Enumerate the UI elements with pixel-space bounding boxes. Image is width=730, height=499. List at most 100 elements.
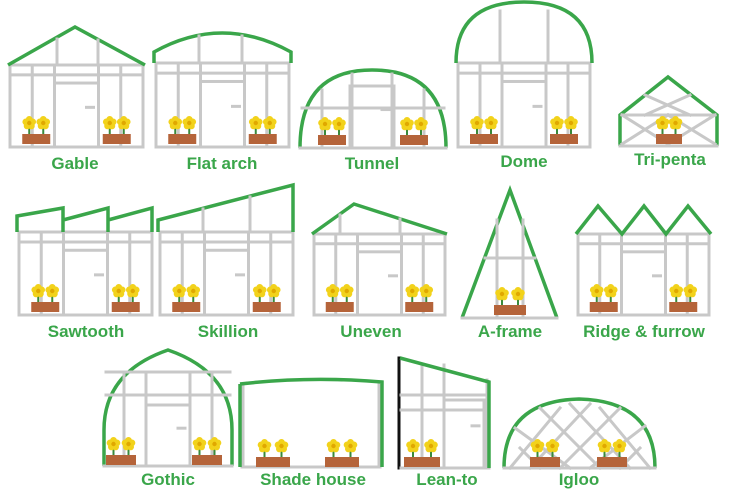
flower-center — [173, 120, 178, 126]
flower-pot — [106, 455, 136, 465]
flower-pot — [656, 134, 682, 144]
flower-center — [336, 121, 342, 127]
flower-pot — [172, 302, 201, 312]
flower-center — [36, 288, 41, 294]
frame-bar — [597, 405, 653, 471]
flower-pot — [168, 134, 197, 144]
flower-center — [660, 120, 665, 126]
flower-center — [410, 443, 416, 449]
greenhouse-dome — [454, 0, 594, 149]
flower-pot — [325, 457, 359, 467]
door — [62, 248, 109, 317]
flower-center — [191, 288, 196, 294]
greenhouse-flat-arch — [152, 31, 293, 149]
flower-pot — [669, 302, 698, 312]
greenhouse-gothic — [102, 348, 234, 468]
flower-center — [688, 288, 693, 294]
flower-pot — [470, 134, 498, 144]
roof-outline — [15, 205, 154, 232]
flower-center — [279, 443, 284, 449]
roof-outline — [399, 356, 491, 468]
flower-center — [554, 120, 560, 126]
flower-pot — [404, 457, 440, 467]
flower-center — [107, 120, 112, 126]
flower-center — [428, 443, 434, 449]
label-a-frame: A-frame — [477, 322, 543, 341]
roof-outline — [454, 0, 594, 64]
roof-outline — [156, 182, 295, 232]
flower-pot — [256, 457, 290, 467]
greenhouse-ridge-furrow — [574, 203, 713, 317]
flower-pot — [31, 302, 60, 312]
flower-center — [515, 291, 521, 297]
greenhouse-tri-penta — [618, 74, 719, 148]
flower-center — [348, 443, 353, 449]
label-uneven: Uneven — [340, 322, 402, 341]
label-dome: Dome — [500, 152, 548, 171]
door — [348, 84, 396, 150]
flower-center — [617, 443, 622, 449]
flower-center — [410, 288, 415, 294]
door — [199, 79, 246, 149]
flower-center — [331, 443, 336, 449]
flower-center — [488, 120, 494, 126]
flower-pot — [494, 305, 526, 315]
label-skillion: Skillion — [197, 322, 259, 341]
flower-center — [212, 441, 217, 447]
label-tunnel: Tunnel — [344, 154, 400, 173]
flower-center — [499, 291, 505, 297]
flower-pot — [550, 134, 578, 144]
label-igloo: Igloo — [558, 470, 600, 489]
flower-pot — [22, 134, 51, 144]
flower-center — [550, 443, 555, 449]
flower-pot — [318, 135, 346, 145]
flower-center — [187, 120, 192, 126]
roof-outline — [238, 377, 384, 467]
greenhouse-a-frame — [460, 184, 559, 320]
flower-center — [50, 288, 55, 294]
flower-center — [116, 288, 121, 294]
flower-center — [257, 288, 262, 294]
flower-center — [673, 120, 678, 126]
label-shade-house: Shade house — [260, 470, 366, 489]
greenhouse-sawtooth — [15, 205, 154, 317]
flower-center — [418, 121, 424, 127]
flower-pot — [252, 302, 281, 312]
door — [53, 81, 100, 149]
roof-outline — [460, 184, 559, 319]
door — [203, 248, 250, 317]
flower-pot — [192, 455, 222, 465]
flower-center — [262, 443, 267, 449]
door — [356, 250, 403, 317]
label-flat-arch: Flat arch — [186, 154, 258, 173]
flower-pot — [530, 457, 560, 467]
flower-center — [177, 288, 182, 294]
flower-pot — [400, 135, 428, 145]
flower-center — [253, 120, 258, 126]
flower-center — [27, 120, 32, 126]
flower-center — [424, 288, 429, 294]
flower-center — [322, 121, 328, 127]
roof-outline — [574, 203, 713, 237]
greenhouse-igloo — [502, 397, 657, 471]
flower-pot — [325, 302, 354, 312]
roof-outline — [310, 202, 448, 236]
greenhouse-skillion — [156, 182, 295, 317]
greenhouse-tunnel — [298, 68, 448, 150]
flower-center — [330, 288, 335, 294]
flower-center — [674, 288, 679, 294]
greenhouse-lean-to — [397, 356, 491, 470]
label-gable: Gable — [51, 154, 99, 173]
label-lean-to: Lean-to — [416, 470, 478, 489]
greenhouse-gable — [7, 24, 146, 149]
label-sawtooth: Sawtooth — [47, 322, 125, 341]
door — [144, 403, 192, 468]
door — [442, 398, 486, 470]
flower-center — [130, 288, 135, 294]
flower-center — [121, 120, 126, 126]
greenhouse-uneven — [310, 202, 448, 317]
flower-pot — [248, 134, 277, 144]
flower-pot — [589, 302, 618, 312]
flower-center — [568, 120, 574, 126]
